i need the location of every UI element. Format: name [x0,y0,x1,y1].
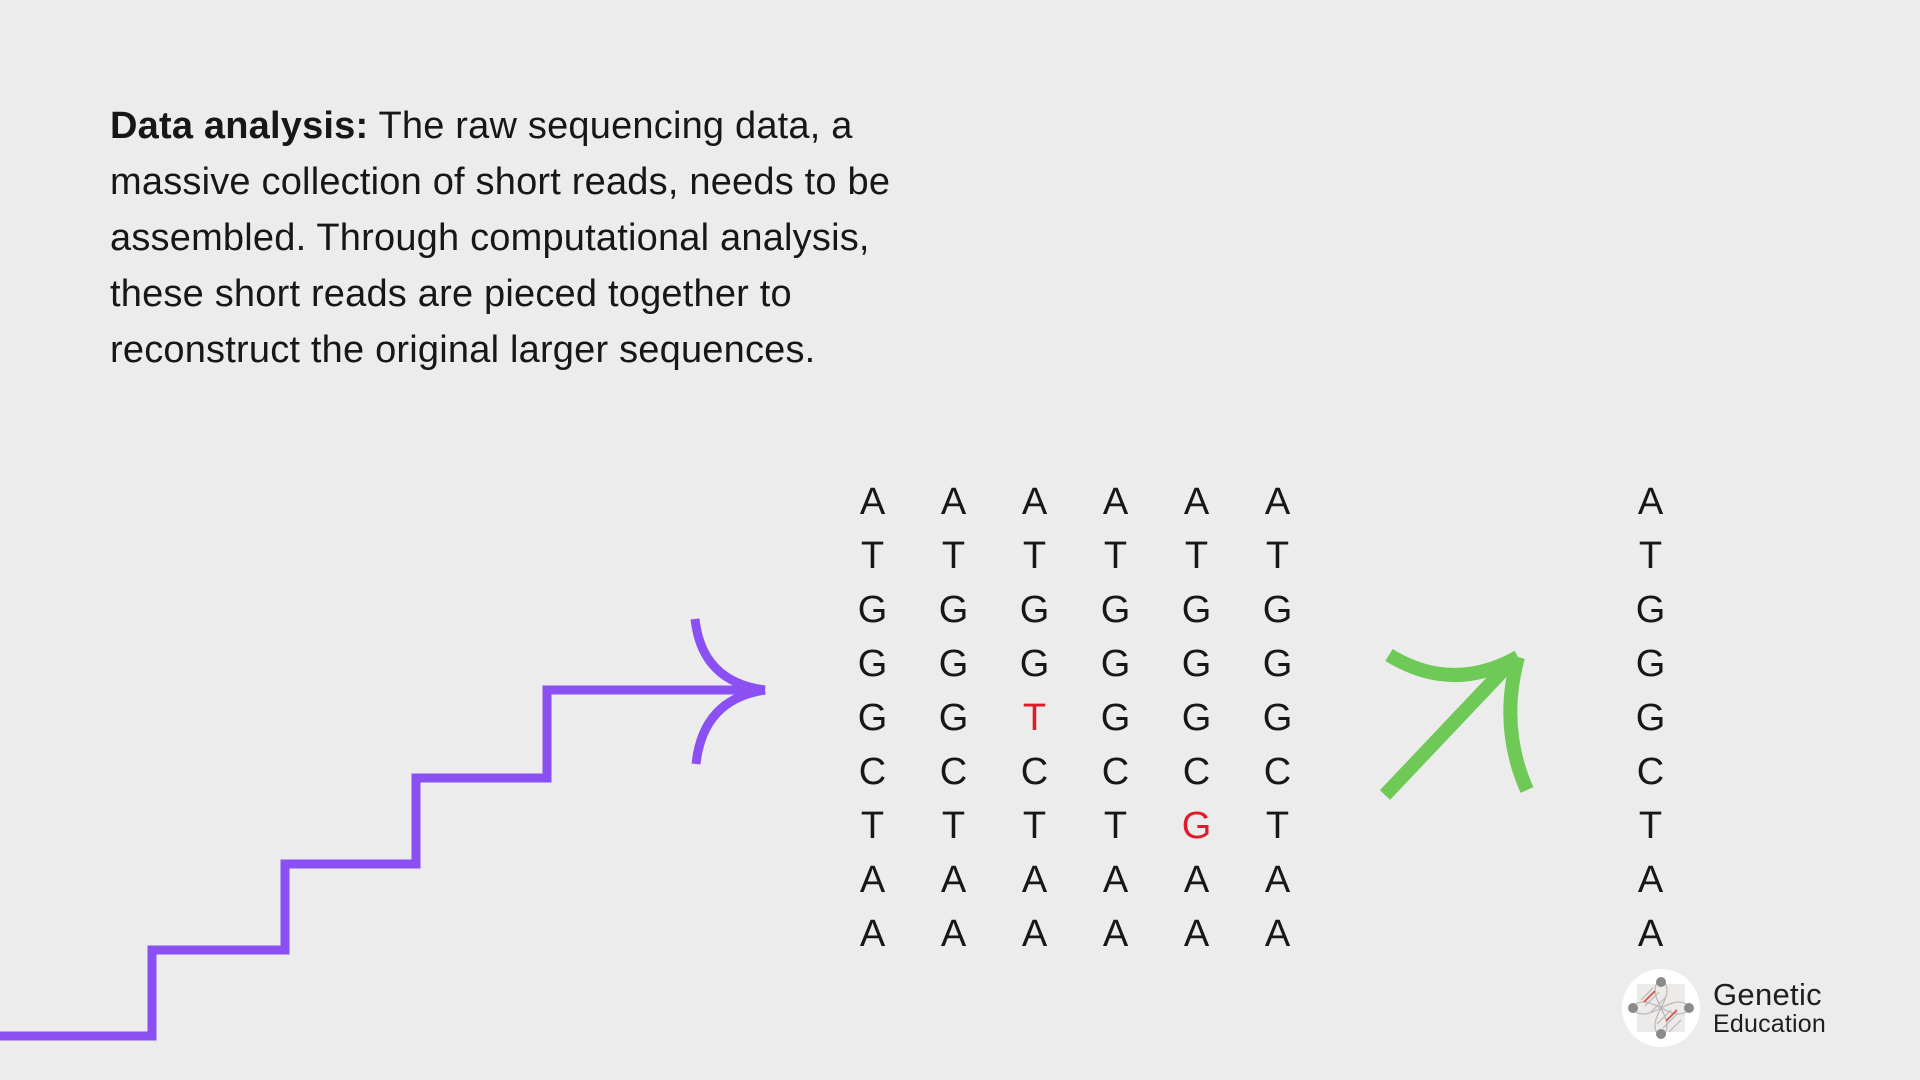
read-letter: T [1103,804,1128,847]
read-letter: A [1102,912,1129,955]
read-letter: T [860,534,885,577]
read-letter: C [1020,750,1049,793]
read-letter: G [1181,642,1212,685]
read-letter: G [1262,588,1293,631]
logo-name-line1: Genetic [1713,977,1822,1012]
logo-text: Genetic Education [1713,978,1826,1038]
read-letter: G [1100,696,1131,739]
read-letter: A [1021,912,1048,955]
read-letter: T [1103,534,1128,577]
read-letter: G [1262,642,1293,685]
consensus-letter: G [1635,588,1666,631]
read-letter: G [938,696,969,739]
read-letter: C [1182,750,1211,793]
read-letter: G [857,696,888,739]
read-letter: G [1100,642,1131,685]
logo-name-line2: Education [1713,1010,1826,1038]
description-line-2: massive collection of short reads, needs… [110,161,891,203]
description-line-1: Data analysis: The raw sequencing data, … [110,98,1120,154]
read-letter: G [1019,588,1050,631]
read-letter: A [859,912,886,955]
read-letter: A [1183,480,1210,523]
read-letter: G [1181,804,1212,847]
read-letter: G [938,588,969,631]
read-letter: G [1181,588,1212,631]
read-letter: A [859,858,886,901]
genetic-education-logo-icon [1622,969,1700,1047]
read-letter: T [1265,534,1290,577]
staircase-arrow-icon [0,618,766,1041]
consensus-letter: G [1635,696,1666,739]
assembly-arrow-icon [1379,648,1534,800]
read-letter: A [940,480,967,523]
read-letter: A [940,858,967,901]
genetic-education-logo: Genetic Education [1622,969,1826,1047]
read-letter: T [1022,804,1047,847]
read-letter: G [938,642,969,685]
consensus-letter: C [1636,750,1665,793]
read-letter: A [1183,858,1210,901]
read-letter: T [1265,804,1290,847]
read-letter: C [1101,750,1130,793]
read-letter: C [939,750,968,793]
read-letter: T [1022,534,1047,577]
read-letter: A [1102,858,1129,901]
read-letter: A [940,912,967,955]
read-letter: G [857,642,888,685]
consensus-letter: G [1635,642,1666,685]
read-letter: C [1263,750,1292,793]
description-text: Data analysis: The raw sequencing data, … [110,98,1120,378]
consensus-letter: A [1637,480,1664,523]
read-letter: A [1021,480,1048,523]
description-heading: Data analysis: [110,105,369,147]
read-letter: T [941,804,966,847]
read-letter: A [859,480,886,523]
read-letter: G [857,588,888,631]
read-letter: A [1264,480,1291,523]
read-letter: G [1181,696,1212,739]
description-line-5: reconstruct the original larger sequence… [110,329,816,371]
read-letter: T [1184,534,1209,577]
read-letter: A [1021,858,1048,901]
read-letter: T [860,804,885,847]
read-letter: G [1100,588,1131,631]
read-letter: T [941,534,966,577]
read-letter: T [1022,696,1047,739]
read-letter: A [1183,912,1210,955]
read-letter: C [858,750,887,793]
read-letter: A [1264,912,1291,955]
read-letter: A [1264,858,1291,901]
description-line-3: assembled. Through computational analysi… [110,217,870,259]
description-line-4: these short reads are pieced together to [110,273,792,315]
consensus-letter: A [1637,912,1664,955]
read-letter: G [1262,696,1293,739]
read-letter: G [1019,642,1050,685]
consensus-letter: T [1638,534,1663,577]
consensus-letter: T [1638,804,1663,847]
read-letter: A [1102,480,1129,523]
description-line-1-rest: The raw sequencing data, a [368,105,853,147]
consensus-letter: A [1637,858,1664,901]
